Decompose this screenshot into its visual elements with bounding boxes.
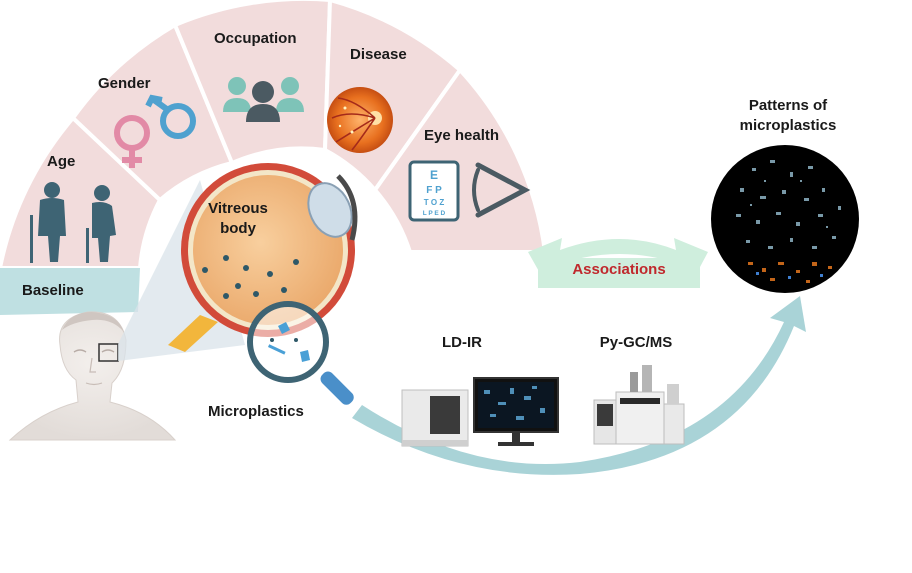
label-gender: Gender (98, 75, 151, 92)
label-patterns-line2: microplastics (740, 117, 837, 134)
label-ldir: LD-IR (442, 334, 482, 351)
magnifying-glass-icon (247, 301, 354, 405)
label-vitreous-line2: body (220, 220, 256, 237)
label-microplastics: Microplastics (208, 403, 304, 420)
label-pygcms: Py-GC/MS (600, 334, 673, 351)
pygcms-instrument-icon (593, 365, 685, 445)
label-age: Age (47, 153, 75, 170)
eye-profile-icon (472, 162, 531, 218)
label-baseline: Baseline (22, 282, 84, 299)
associations-double-arrow (528, 238, 708, 282)
label-associations: Associations (572, 261, 665, 278)
eye-chart-row-3: T O Z (424, 198, 445, 207)
sector-occupation (172, 0, 333, 166)
people-group-icon (223, 77, 304, 122)
ldir-instrument-icon (401, 389, 469, 447)
eye-chart-icon: E F P T O Z L P E D (408, 160, 460, 222)
flow-arrow (352, 296, 806, 475)
elderly-people-icon (30, 182, 116, 263)
gender-symbols-icon (114, 94, 196, 168)
eye-chart-row-1: E (430, 168, 438, 182)
monitor-icon (473, 377, 559, 446)
vitreous-particles (202, 255, 299, 299)
associations-band (538, 258, 700, 288)
label-occupation: Occupation (214, 30, 297, 47)
baseline-band (0, 268, 140, 315)
label-eye-health: Eye health (424, 127, 499, 144)
retina-fundus-icon (327, 87, 393, 153)
eye-chart-row-4: L P E D (423, 210, 446, 217)
eye-chart-row-2: F P (426, 185, 442, 196)
label-vitreous-line1: Vitreous (208, 200, 268, 217)
label-patterns-line1: Patterns of (749, 97, 828, 114)
label-disease: Disease (350, 46, 407, 63)
microplastics-pattern-image (711, 145, 859, 293)
human-face-illustration (8, 311, 177, 441)
